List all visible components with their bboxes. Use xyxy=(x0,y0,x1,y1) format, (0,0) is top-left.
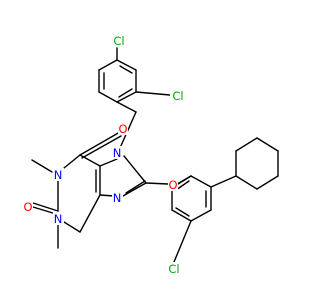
ether-bond-1 xyxy=(145,182,169,185)
methyl-n1 xyxy=(31,159,53,173)
bond-layer xyxy=(31,47,279,263)
nitrogen-n3: N xyxy=(54,212,63,226)
ring1-bond-b xyxy=(98,59,118,71)
ring2-bond-a xyxy=(190,175,212,188)
chlorine-atom-top: Cl xyxy=(113,34,124,48)
chlorine-atom-ortho: Cl xyxy=(172,89,183,103)
ring1-bond-g xyxy=(116,59,137,71)
pyr-bond-5 xyxy=(79,194,101,233)
cyhex-bond-2 xyxy=(235,137,258,152)
ring2-inner-2 xyxy=(175,207,190,217)
ring1-bond-e xyxy=(116,91,137,103)
co-upper-1 xyxy=(79,131,121,156)
carbonyl-oxygen-upper: O xyxy=(118,122,127,136)
imid-bond-4 xyxy=(122,182,147,197)
co-lower-2 xyxy=(32,206,57,215)
imid-bond-5 xyxy=(123,155,147,184)
atom-label-layer: Cl Cl Cl O O O N N N N xyxy=(23,34,186,276)
ether-oxygen: O xyxy=(168,178,177,192)
benzyl-bond-1 xyxy=(116,101,137,113)
ring2-bond-d xyxy=(171,209,192,222)
co-upper-2 xyxy=(81,135,122,159)
nitrogen-n1: N xyxy=(54,168,63,182)
imid-double xyxy=(125,180,146,194)
cyhex-bond-3 xyxy=(256,137,279,152)
ring1-to-cl-ortho xyxy=(135,91,171,96)
nitrogen-n9: N xyxy=(113,191,122,205)
co-lower-1 xyxy=(32,202,59,212)
imid-bond-1 xyxy=(99,158,118,167)
molecule-structure: Cl Cl Cl O O O N N N N xyxy=(23,34,279,276)
cyhex-link xyxy=(210,175,237,188)
cyhex-bond-6 xyxy=(235,175,258,190)
ring1-bond-d xyxy=(98,91,118,103)
chlorine-atom-bottom: Cl xyxy=(168,262,179,276)
imid-bond-3 xyxy=(99,194,115,197)
ring2-to-cl xyxy=(173,220,192,263)
cyhex-bond-5 xyxy=(256,175,279,190)
ring2-inner-3 xyxy=(175,180,190,191)
ring2-bond-c xyxy=(190,209,212,222)
nitrogen-n7: N xyxy=(113,146,122,160)
pyr-bond-4 xyxy=(63,221,81,233)
ring1-inner-2 xyxy=(118,88,133,98)
pyr-bond-2 xyxy=(63,154,81,169)
ring1-inner-3 xyxy=(119,65,133,74)
structure-canvas: Cl Cl Cl O O O N N N N xyxy=(23,34,279,276)
carbonyl-oxygen-lower: O xyxy=(23,200,32,214)
